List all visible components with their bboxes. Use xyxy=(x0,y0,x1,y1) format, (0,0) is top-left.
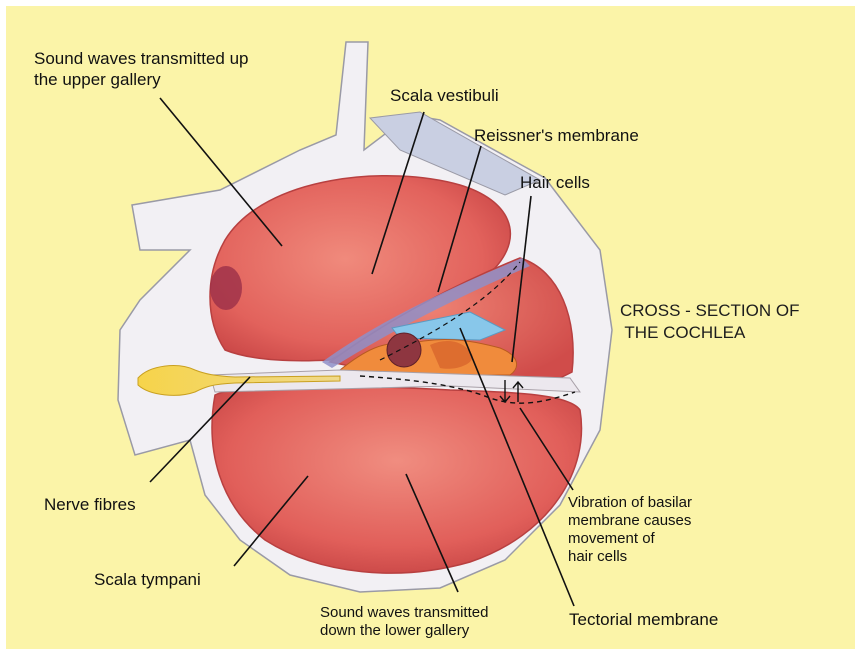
label-sound-lower: Sound waves transmitted down the lower g… xyxy=(320,604,488,640)
label-hair-cells: Hair cells xyxy=(520,172,590,193)
label-sound-upper: Sound waves transmitted up the upper gal… xyxy=(34,48,249,90)
diagram-title: CROSS - SECTION OF THE COCHLEA xyxy=(620,300,799,344)
label-tectorial-membrane: Tectorial membrane xyxy=(569,609,718,630)
label-reissners-membrane: Reissner's membrane xyxy=(474,125,639,146)
label-scala-vestibuli: Scala vestibuli xyxy=(390,85,499,106)
dark-spot xyxy=(210,266,242,310)
label-scala-tympani: Scala tympani xyxy=(94,569,201,590)
label-vibration: Vibration of basilar membrane causes mov… xyxy=(568,494,692,566)
label-nerve-fibres: Nerve fibres xyxy=(44,494,136,515)
